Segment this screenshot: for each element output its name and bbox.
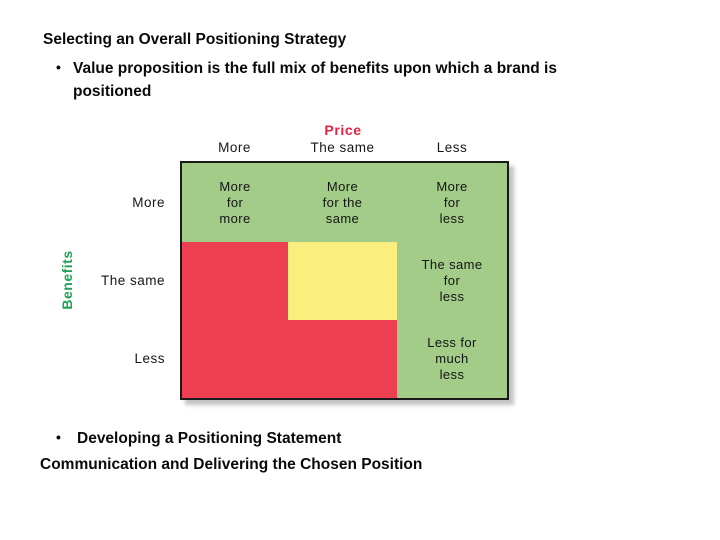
red-block-less-benefits — [182, 320, 397, 398]
value-proposition-matrix: More for more More for the same More for… — [180, 161, 509, 400]
bullet-positioning-statement: Developing a Positioning Statement — [77, 430, 342, 447]
yellow-block-same-for-same — [288, 242, 397, 320]
col-header-less: Less — [436, 140, 468, 155]
bullet-value-proposition: Value proposition is the full mix of ben… — [73, 60, 557, 100]
footer-line: Communication and Delivering the Chosen … — [40, 456, 423, 473]
cell-more-for-the-same: More for the same — [322, 178, 363, 226]
price-axis-label: Price — [324, 122, 362, 138]
row-header-the-same: The same — [100, 273, 165, 288]
red-block-same-benefits — [182, 242, 288, 320]
cell-more-for-less: More for less — [436, 178, 468, 226]
col-header-more: More — [218, 140, 251, 155]
cell-the-same-for-less: The same for less — [421, 257, 483, 304]
cell-more-for-more: More for more — [219, 178, 251, 226]
col-header-the-same: The same — [310, 140, 375, 155]
bullet-icon: • — [56, 59, 61, 75]
row-header-less: Less — [134, 351, 165, 366]
bullet-icon: • — [56, 429, 61, 445]
slide-title: Selecting an Overall Positioning Strateg… — [43, 31, 347, 48]
row-header-more: More — [132, 195, 165, 210]
cell-less-for-much-less: Less for much less — [427, 335, 477, 382]
